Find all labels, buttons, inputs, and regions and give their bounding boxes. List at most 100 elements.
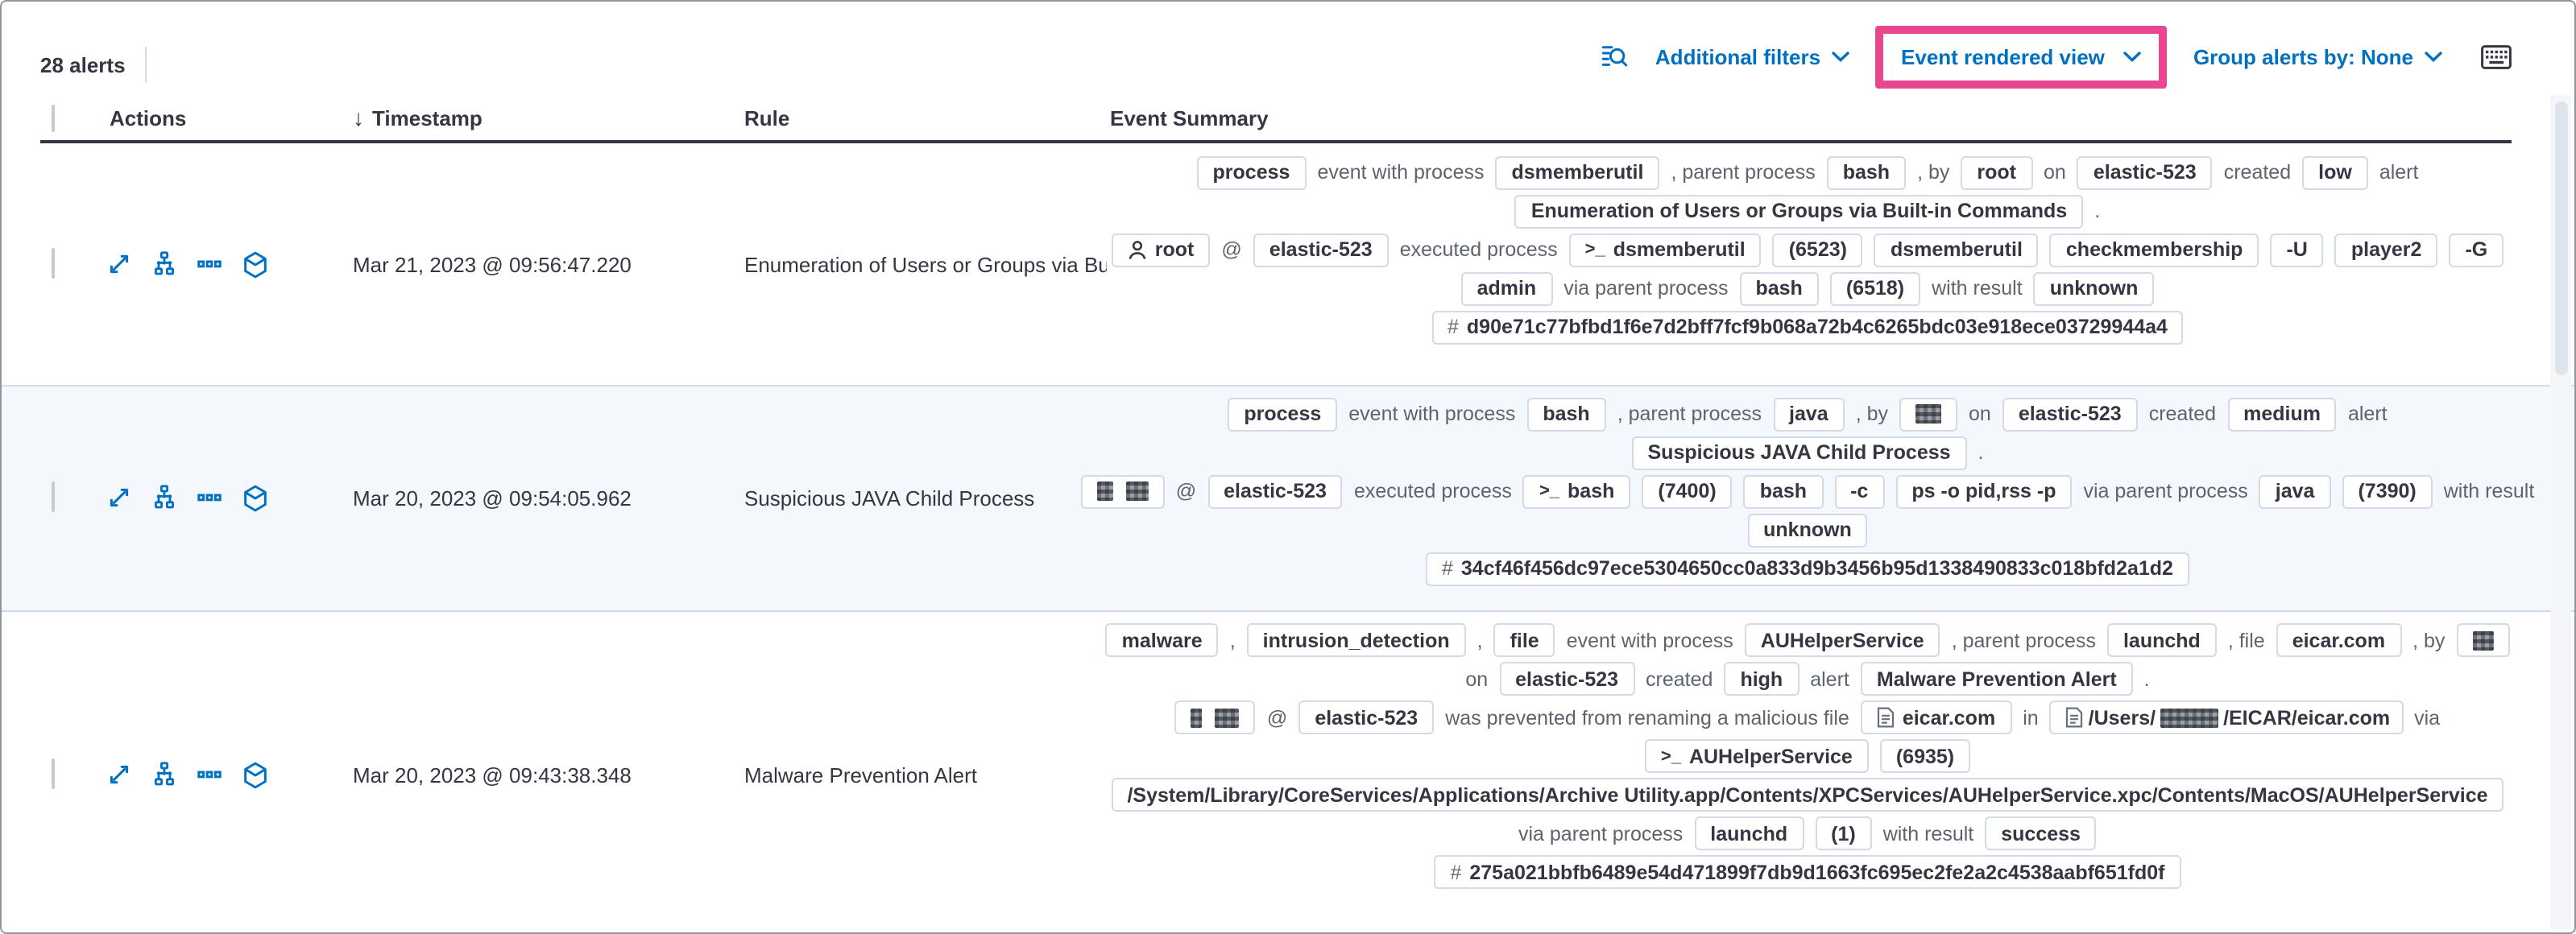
field-badge[interactable]: (6523): [1772, 233, 1863, 267]
row-checkbox[interactable]: [52, 758, 55, 789]
rule-name[interactable]: Suspicious JAVA Child Process: [744, 486, 1035, 510]
field-badge[interactable]: file: [1493, 623, 1555, 657]
field-badge[interactable]: low: [2302, 155, 2368, 189]
field-badge[interactable]: /System/Library/CoreServices/Application…: [1111, 778, 2504, 812]
field-badge[interactable]: eicar.com: [2276, 623, 2402, 657]
badge-text: dsmemberutil: [1511, 161, 1644, 184]
doc-field-badge[interactable]: eicar.com: [1860, 700, 2012, 734]
field-badge[interactable]: elastic-523: [1499, 662, 1635, 696]
field-badge[interactable]: unknown: [2033, 271, 2155, 305]
badge-text: unknown: [2049, 277, 2139, 300]
inspect-icon[interactable]: [1601, 42, 1630, 71]
rule-name[interactable]: Enumeration of Users or Groups via Bui: [744, 252, 1107, 276]
field-badge[interactable]: high: [1724, 662, 1799, 696]
field-badge[interactable]: ps -o pid,rss -p: [1895, 474, 2073, 508]
analyze-event-icon[interactable]: [151, 762, 177, 787]
field-badge[interactable]: elastic-523: [1207, 474, 1343, 508]
field-badge[interactable]: -U: [2270, 233, 2324, 267]
badge-text: elastic-523: [2093, 161, 2197, 184]
field-badge[interactable]: AUHelperService: [1744, 623, 1940, 657]
field-badge[interactable]: dsmemberutil: [1495, 155, 1660, 189]
field-badge[interactable]: elastic-523: [1253, 233, 1389, 267]
scrollbar-thumb[interactable]: [2554, 101, 2567, 375]
row-checkbox[interactable]: [52, 481, 55, 513]
alerts-utility-bar: 28 alerts Additional filters: [2, 11, 2574, 101]
field-badge[interactable]: process: [1196, 155, 1307, 189]
summary-text: alert: [1810, 667, 1849, 690]
badge-text: java: [2275, 480, 2315, 502]
field-badge[interactable]: java: [2259, 474, 2331, 508]
doc-field-badge[interactable]: /Users//EICAR/eicar.com: [2049, 700, 2404, 734]
summary-text: executed process: [1353, 480, 1512, 502]
expand-alert-icon[interactable]: [106, 762, 132, 787]
field-badge[interactable]: [1899, 397, 1957, 431]
open-session-view-icon[interactable]: [242, 250, 269, 278]
row-checkbox[interactable]: [52, 248, 55, 279]
select-all-checkbox[interactable]: [52, 104, 55, 131]
vertical-scrollbar[interactable]: [2550, 95, 2571, 929]
field-badge[interactable]: bash: [1739, 271, 1819, 305]
column-header-rule[interactable]: Rule: [744, 105, 790, 130]
field-badge[interactable]: (1): [1815, 816, 1872, 850]
field-badge[interactable]: elastic-523: [1298, 700, 1435, 734]
terminal-field-badge[interactable]: >_bash: [1522, 474, 1631, 508]
field-badge[interactable]: -G: [2449, 233, 2504, 267]
field-badge[interactable]: admin: [1460, 271, 1553, 305]
column-header-timestamp[interactable]: ↓ Timestamp: [353, 105, 482, 130]
field-badge[interactable]: Suspicious JAVA Child Process: [1631, 436, 1967, 469]
field-badge[interactable]: player2: [2334, 233, 2438, 267]
expand-alert-icon[interactable]: [106, 486, 132, 511]
field-badge[interactable]: (6935): [1879, 739, 1971, 773]
field-badge[interactable]: -c: [1834, 474, 1885, 508]
expand-alert-icon[interactable]: [106, 251, 132, 277]
additional-filters-button[interactable]: Additional filters: [1655, 44, 1849, 68]
event-rendered-view-selector[interactable]: Event rendered view: [1901, 44, 2142, 68]
summary-text: created: [2148, 403, 2217, 425]
field-badge[interactable]: [2456, 623, 2510, 657]
field-badge[interactable]: (7390): [2342, 474, 2433, 508]
terminal-field-badge[interactable]: >_dsmemberutil: [1568, 233, 1762, 267]
terminal-field-badge[interactable]: >_AUHelperService: [1644, 739, 1869, 773]
field-badge[interactable]: (7400): [1642, 474, 1733, 508]
more-actions-icon[interactable]: [197, 762, 222, 787]
utility-left-group: 28 alerts: [40, 47, 147, 82]
more-actions-icon[interactable]: [197, 486, 222, 511]
field-badge[interactable]: process: [1228, 397, 1338, 431]
field-badge[interactable]: elastic-523: [2077, 155, 2213, 189]
more-actions-icon[interactable]: [197, 251, 222, 277]
field-badge[interactable]: (6518): [1829, 271, 1921, 305]
field-badge[interactable]: dsmemberutil: [1874, 233, 2039, 267]
field-badge[interactable]: elastic-523: [2002, 397, 2138, 431]
rule-name[interactable]: Malware Prevention Alert: [744, 762, 978, 787]
open-session-view-icon[interactable]: [242, 761, 269, 788]
hash-field-badge[interactable]: #34cf46f456dc97ece5304650cc0a833d9b3456b…: [1426, 552, 2189, 585]
badge-text: (1): [1831, 822, 1856, 845]
keyboard-shortcuts-icon[interactable]: [2481, 44, 2512, 68]
analyze-event-icon[interactable]: [151, 251, 177, 277]
open-session-view-icon[interactable]: [242, 485, 269, 512]
field-badge[interactable]: unknown: [1747, 513, 1868, 547]
field-badge[interactable]: medium: [2227, 397, 2337, 431]
field-badge[interactable]: bash: [1826, 155, 1907, 189]
field-badge[interactable]: bash: [1743, 474, 1824, 508]
field-badge[interactable]: bash: [1526, 397, 1606, 431]
field-badge[interactable]: intrusion_detection: [1246, 623, 1466, 657]
hash-field-badge[interactable]: #d90e71c77bfbd1f6e7d2bff7fcf9b068a72b4c6…: [1431, 310, 2184, 344]
field-badge[interactable]: Enumeration of Users or Groups via Built…: [1514, 194, 2084, 228]
field-badge[interactable]: success: [1985, 816, 2097, 850]
summary-text: on: [2044, 161, 2066, 184]
field-badge[interactable]: [1080, 474, 1165, 508]
field-badge[interactable]: launchd: [2106, 623, 2217, 657]
analyze-event-icon[interactable]: [151, 485, 177, 511]
field-badge[interactable]: root: [1961, 155, 2033, 189]
summary-text: ,: [1476, 629, 1483, 651]
field-badge[interactable]: launchd: [1694, 816, 1804, 850]
group-alerts-by-selector[interactable]: Group alerts by: None: [2193, 44, 2442, 68]
user-field-badge[interactable]: root: [1111, 233, 1211, 267]
field-badge[interactable]: Malware Prevention Alert: [1860, 662, 2133, 696]
field-badge[interactable]: malware: [1105, 623, 1219, 657]
field-badge[interactable]: [1174, 700, 1256, 734]
hash-field-badge[interactable]: #275a021bbfb6489e54d471899f7db9d1663fc69…: [1434, 855, 2181, 889]
field-badge[interactable]: checkmembership: [2049, 233, 2259, 267]
field-badge[interactable]: java: [1773, 397, 1845, 431]
